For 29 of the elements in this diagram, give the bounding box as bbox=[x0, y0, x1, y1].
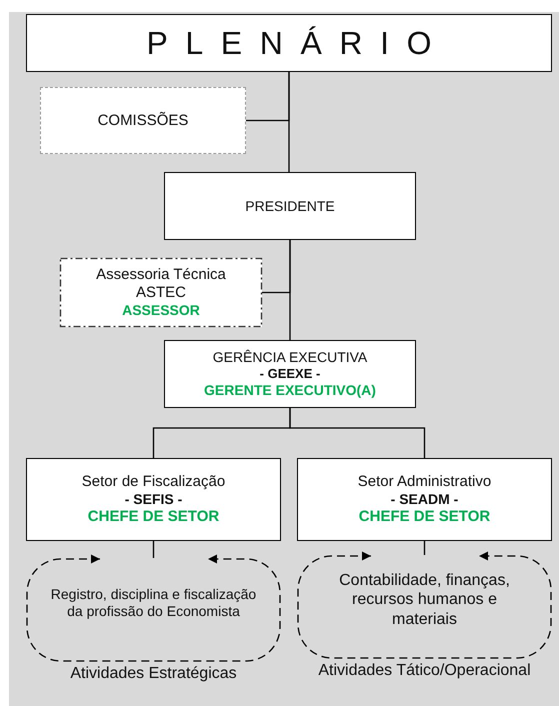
role-title: ASSESSOR bbox=[122, 302, 200, 319]
unit-name: PLENÁRIO bbox=[146, 24, 450, 62]
unit-name: GERÊNCIA EXECUTIVA bbox=[212, 349, 368, 366]
connector-line bbox=[152, 541, 154, 558]
sector-box bbox=[26, 458, 281, 541]
sector-box bbox=[297, 458, 552, 541]
unit-acronym: - SEADM - bbox=[390, 491, 458, 508]
management-box bbox=[164, 340, 416, 408]
connector-line bbox=[424, 541, 426, 555]
advisory-box bbox=[60, 258, 262, 327]
unit-name: COMISSÕES bbox=[98, 112, 188, 130]
connector-line bbox=[289, 240, 291, 340]
connector-line bbox=[288, 72, 290, 172]
unit-name: Setor Administrativo bbox=[358, 473, 492, 492]
role-title: CHEFE DE SETOR bbox=[88, 508, 220, 526]
unit-acronym: ASTEC bbox=[136, 284, 186, 302]
activity-caption: Atividades Estratégicas bbox=[69, 664, 238, 684]
unit-name: Setor de Fiscalização bbox=[82, 473, 226, 492]
plenary-box bbox=[26, 14, 552, 72]
unit-name: PRESIDENTE bbox=[245, 198, 335, 214]
activity-caption: Atividades Tático/Operacional bbox=[317, 661, 532, 680]
unit-acronym: - SEFIS - bbox=[124, 491, 182, 508]
president-box bbox=[164, 172, 416, 240]
role-title: CHEFE DE SETOR bbox=[358, 508, 490, 526]
unit-name: Assessoria Técnica bbox=[96, 266, 226, 284]
committee-box bbox=[40, 87, 246, 154]
connector-line bbox=[289, 408, 426, 458]
unit-acronym: - GEEXE - bbox=[260, 366, 320, 382]
role-title: GERENTE EXECUTIVO(A) bbox=[204, 382, 376, 399]
